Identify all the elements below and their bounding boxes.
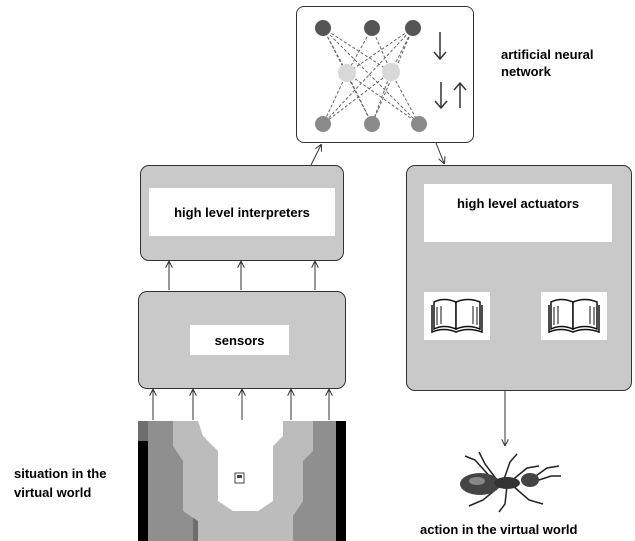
interpreters-label: high level interpreters <box>149 188 335 236</box>
virtual-world-grid <box>138 421 346 541</box>
book-icon-right <box>541 292 607 340</box>
situation-label: situation in the virtual world <box>14 466 107 500</box>
network-nodes <box>315 20 427 132</box>
action-label: action in the virtual world <box>420 522 578 537</box>
actuators-box: high level actuators <box>406 165 632 391</box>
actuators-label: high level actuators <box>424 184 612 242</box>
sensors-label: sensors <box>190 325 289 355</box>
interpreters-box: high level interpreters <box>140 165 344 261</box>
ant-icon <box>455 446 565 516</box>
book-icon-left <box>424 292 490 340</box>
ann-label: artificial neural network <box>501 47 594 79</box>
flow-arrows <box>433 32 467 110</box>
sensors-box: sensors <box>138 291 346 389</box>
network-connections <box>322 27 420 125</box>
connector-arrows <box>153 142 505 445</box>
